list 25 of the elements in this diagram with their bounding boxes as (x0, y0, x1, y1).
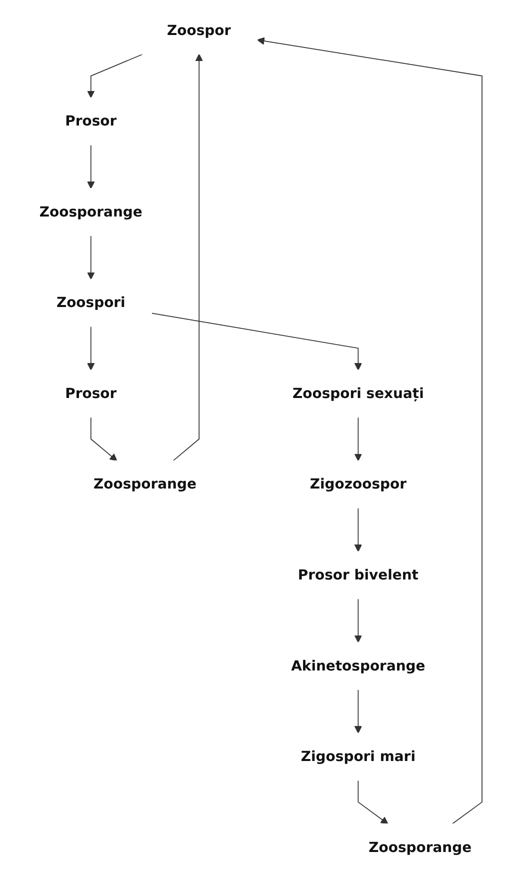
arrow (87, 326, 95, 370)
arrow (354, 416, 362, 462)
node-text: Zoospori sexuați (292, 384, 424, 402)
arrow (354, 689, 362, 734)
arrow (354, 598, 362, 643)
arrow (90, 416, 118, 462)
node-text: Akinetosporange (291, 657, 426, 674)
node-text: Zigozoospor (310, 476, 406, 492)
arrow (172, 54, 203, 462)
node-text: Zoosporange (368, 838, 472, 856)
node-text: Zoosporange (39, 203, 142, 220)
arrow (87, 235, 95, 280)
arrow (151, 312, 362, 370)
node-text: Zoospori (56, 294, 126, 311)
arrow (87, 144, 95, 189)
node-text: Prosor (65, 384, 117, 402)
node-text: Prosor (65, 112, 117, 130)
arrow (358, 780, 388, 824)
node-text: Prosor bivelent (298, 566, 418, 584)
arrow (256, 37, 482, 824)
arrow (354, 508, 362, 552)
node-text: Zoospor (167, 22, 232, 38)
node-text: Zoosporange (94, 476, 196, 492)
arrow (87, 54, 144, 98)
node-text: Zigospori mari (300, 748, 416, 765)
